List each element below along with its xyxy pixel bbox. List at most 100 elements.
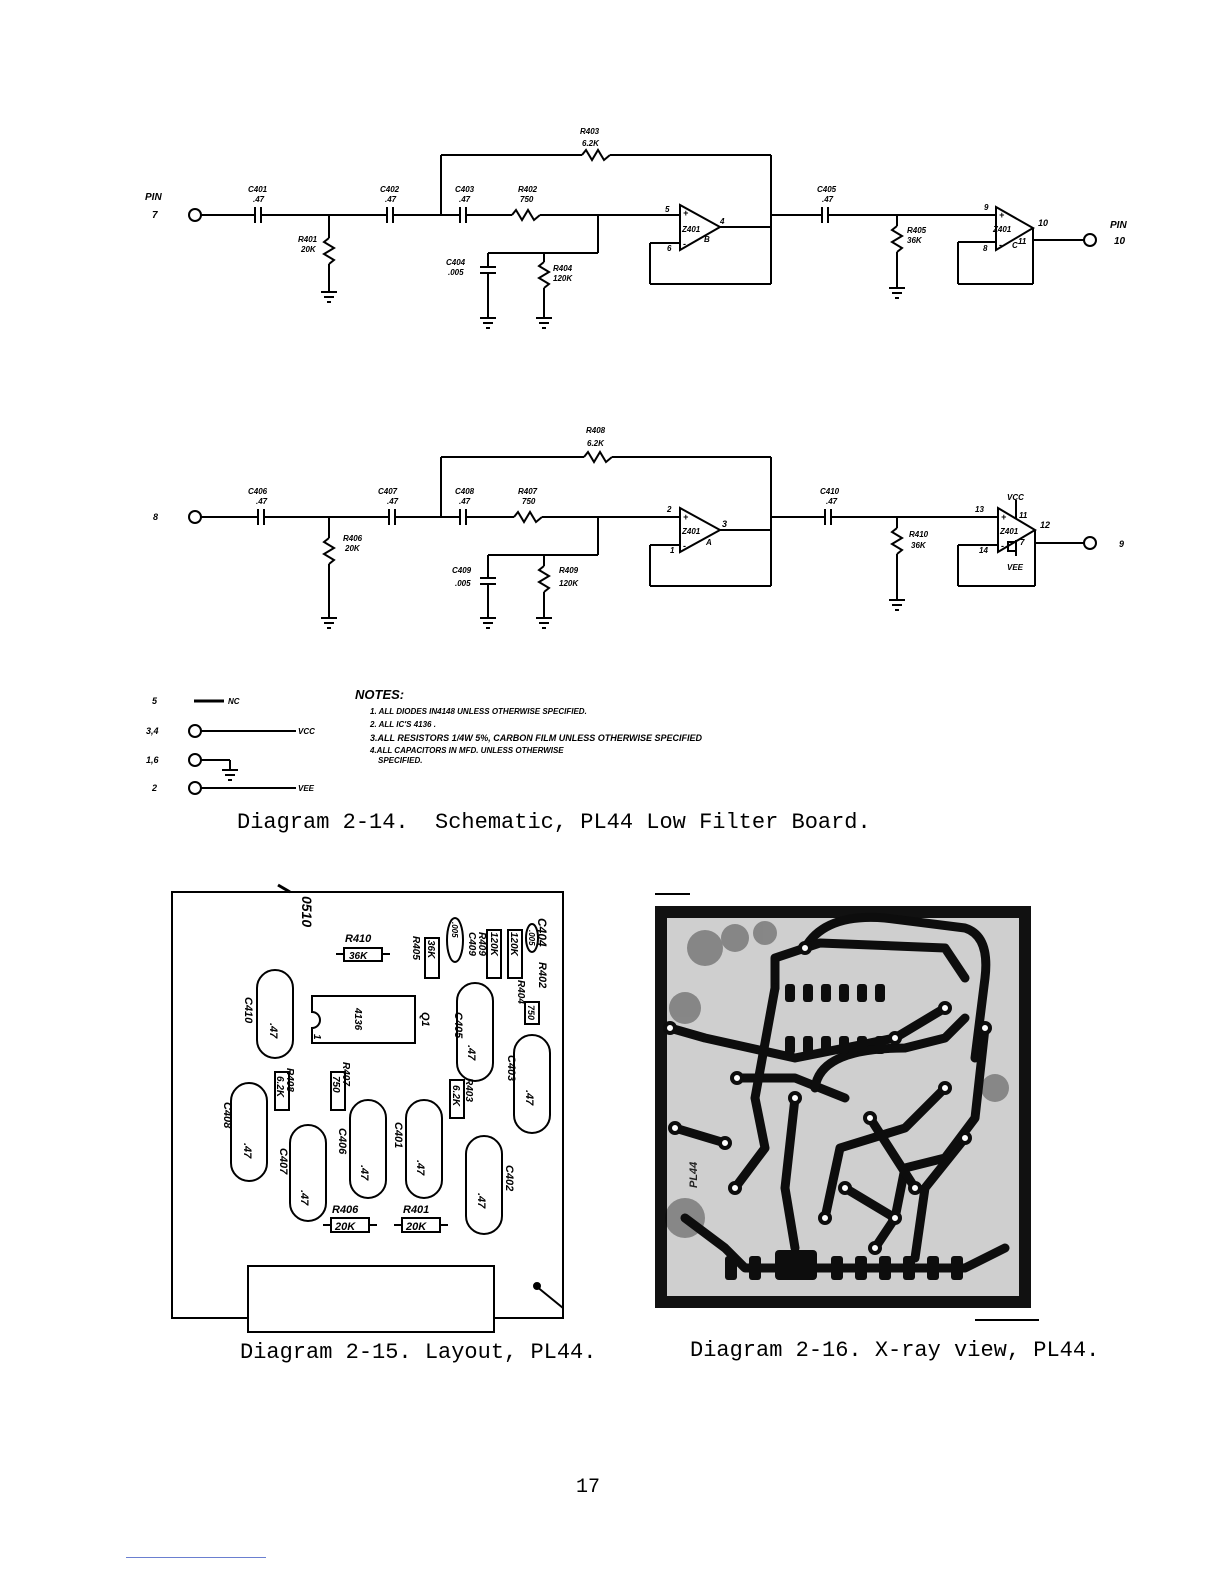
layout-r409: R409 (476, 932, 487, 956)
label-c408: C408 (455, 487, 475, 496)
opamp-b-unit: B (704, 235, 710, 244)
value-c406: .47 (256, 497, 268, 506)
note-4-continued: SPECIFIED. (378, 756, 422, 765)
pin-8-label: 8 (153, 512, 158, 522)
label-c406: C406 (248, 487, 268, 496)
value-r410: 36K (911, 541, 927, 550)
legend-vee: VEE (298, 784, 315, 793)
label-r409: R409 (559, 566, 579, 575)
value-c401: .47 (253, 195, 265, 204)
ic-ref: Q1 (419, 1012, 431, 1027)
schematic-diagram: PIN 7 PIN 10 C401 .47 C402 .47 C403 .47 … (145, 127, 1127, 795)
opamp-d-label: Z401 (999, 527, 1019, 536)
opamp-b-pin-fb: 6 (667, 244, 672, 253)
opamp-a-pin-in: 2 (666, 505, 672, 514)
value-r407: 750 (522, 497, 536, 506)
legend-pin-2: 2 (151, 783, 157, 793)
value-r402: 750 (520, 195, 534, 204)
vee-label: VEE (1007, 563, 1024, 572)
label-r402: R402 (518, 185, 538, 194)
legend-vcc: VCC (298, 727, 315, 736)
label-c407: C407 (378, 487, 398, 496)
legend-pin-34: 3,4 (146, 726, 159, 736)
opamp-b-pin-in: 5 (665, 205, 670, 214)
layout-r410-value: 36K (349, 951, 368, 962)
layout-r403-value: 6.2K (450, 1085, 461, 1107)
layout-c407-value: .47 (298, 1190, 310, 1206)
label-c403: C403 (455, 185, 475, 194)
value-c410: .47 (826, 497, 838, 506)
caption-diagram-2-15: Diagram 2-15. Layout, PL44. (240, 1340, 597, 1365)
pin-9-label: 9 (1119, 539, 1124, 549)
value-c408: .47 (459, 497, 471, 506)
layout-c403-value: .47 (523, 1090, 535, 1106)
opamp-d-pin-11: 11 (1019, 511, 1028, 520)
opamp-d-pin-7: 7 (1020, 538, 1025, 547)
label-r407: R407 (518, 487, 538, 496)
opamp-a-label: Z401 (681, 527, 701, 536)
opamp-d-plus: + (1001, 512, 1007, 522)
layout-c402-value: .47 (475, 1193, 487, 1209)
value-c409: .005 (455, 579, 471, 588)
layout-c406-value: .47 (358, 1165, 370, 1181)
legend-nc: NC (228, 697, 240, 706)
layout-c408: C408 (221, 1102, 233, 1129)
layout-c404: C404 (535, 918, 549, 947)
note-2: 2. ALL IC'S 4136 . (369, 720, 436, 729)
footer-rule (126, 1557, 266, 1558)
opamp-a-minus: - (683, 541, 686, 551)
pin-out-word: PIN (1110, 220, 1127, 231)
layout-c405: C405 (452, 1012, 464, 1039)
xray-board-label: PL44 (688, 1162, 700, 1188)
opamp-b-minus: - (683, 239, 686, 249)
value-r408: 6.2K (587, 439, 605, 448)
layout-r407: R407 (340, 1062, 351, 1086)
opamp-c-pin-fb: 8 (983, 244, 988, 253)
label-c404: C404 (446, 258, 466, 267)
label-c401: C401 (248, 185, 268, 194)
layout-r410: R410 (345, 933, 372, 945)
pin-out-number: 10 (1114, 236, 1126, 247)
pin-in-word: PIN (145, 192, 162, 203)
legend-pin-16: 1,6 (146, 755, 160, 765)
layout-r405-value: 36K (425, 940, 436, 959)
pin-in-number: 7 (152, 210, 158, 221)
layout-c410-value: .47 (267, 1023, 279, 1039)
opamp-b-label: Z401 (681, 225, 701, 234)
note-1: 1. ALL DIODES IN4148 UNLESS OTHERWISE SP… (370, 707, 587, 716)
layout-r407-value: 750 (330, 1076, 341, 1093)
opamp-d-pin-out: 12 (1040, 520, 1050, 530)
opamp-d-minus: - (1001, 541, 1004, 551)
label-c410: C410 (820, 487, 840, 496)
opamp-a-unit: A (705, 538, 712, 547)
opamp-c-pin-out: 10 (1038, 218, 1048, 228)
layout-r401: R401 (403, 1204, 429, 1216)
opamp-a-pin-fb: 1 (670, 546, 675, 555)
layout-r402: R402 (536, 962, 548, 988)
layout-r402-value: 750 (526, 1005, 536, 1020)
value-r406: 20K (344, 544, 361, 553)
layout-r408-value: 6.2K (274, 1076, 285, 1098)
value-c407: .47 (387, 497, 399, 506)
ic-label: 4136 (352, 1007, 363, 1031)
opamp-c-pin-in: 9 (984, 203, 989, 212)
label-c409: C409 (452, 566, 472, 575)
opamp-d-pin-in: 13 (975, 505, 984, 514)
notes-heading: NOTES: (355, 687, 404, 702)
layout-c404-value: .005 (527, 930, 536, 946)
label-r408: R408 (586, 426, 606, 435)
caption-diagram-2-16: Diagram 2-16. X-ray view, PL44. (690, 1338, 1100, 1363)
label-r401: R401 (298, 235, 318, 244)
note-4: 4.ALL CAPACITORS IN MFD. UNLESS OTHERWIS… (369, 746, 564, 755)
board-id: 0510 (299, 896, 315, 927)
layout-r406: R406 (332, 1204, 359, 1216)
layout-r401-value: 20K (405, 1221, 427, 1233)
label-r405: R405 (907, 226, 927, 235)
label-r410: R410 (909, 530, 929, 539)
value-r405: 36K (907, 236, 923, 245)
layout-r409-value: 120K (488, 932, 499, 957)
layout-c406: C406 (336, 1128, 348, 1155)
value-r403: 6.2K (582, 139, 600, 148)
label-r404: R404 (553, 264, 573, 273)
opamp-a-plus: + (683, 512, 689, 522)
